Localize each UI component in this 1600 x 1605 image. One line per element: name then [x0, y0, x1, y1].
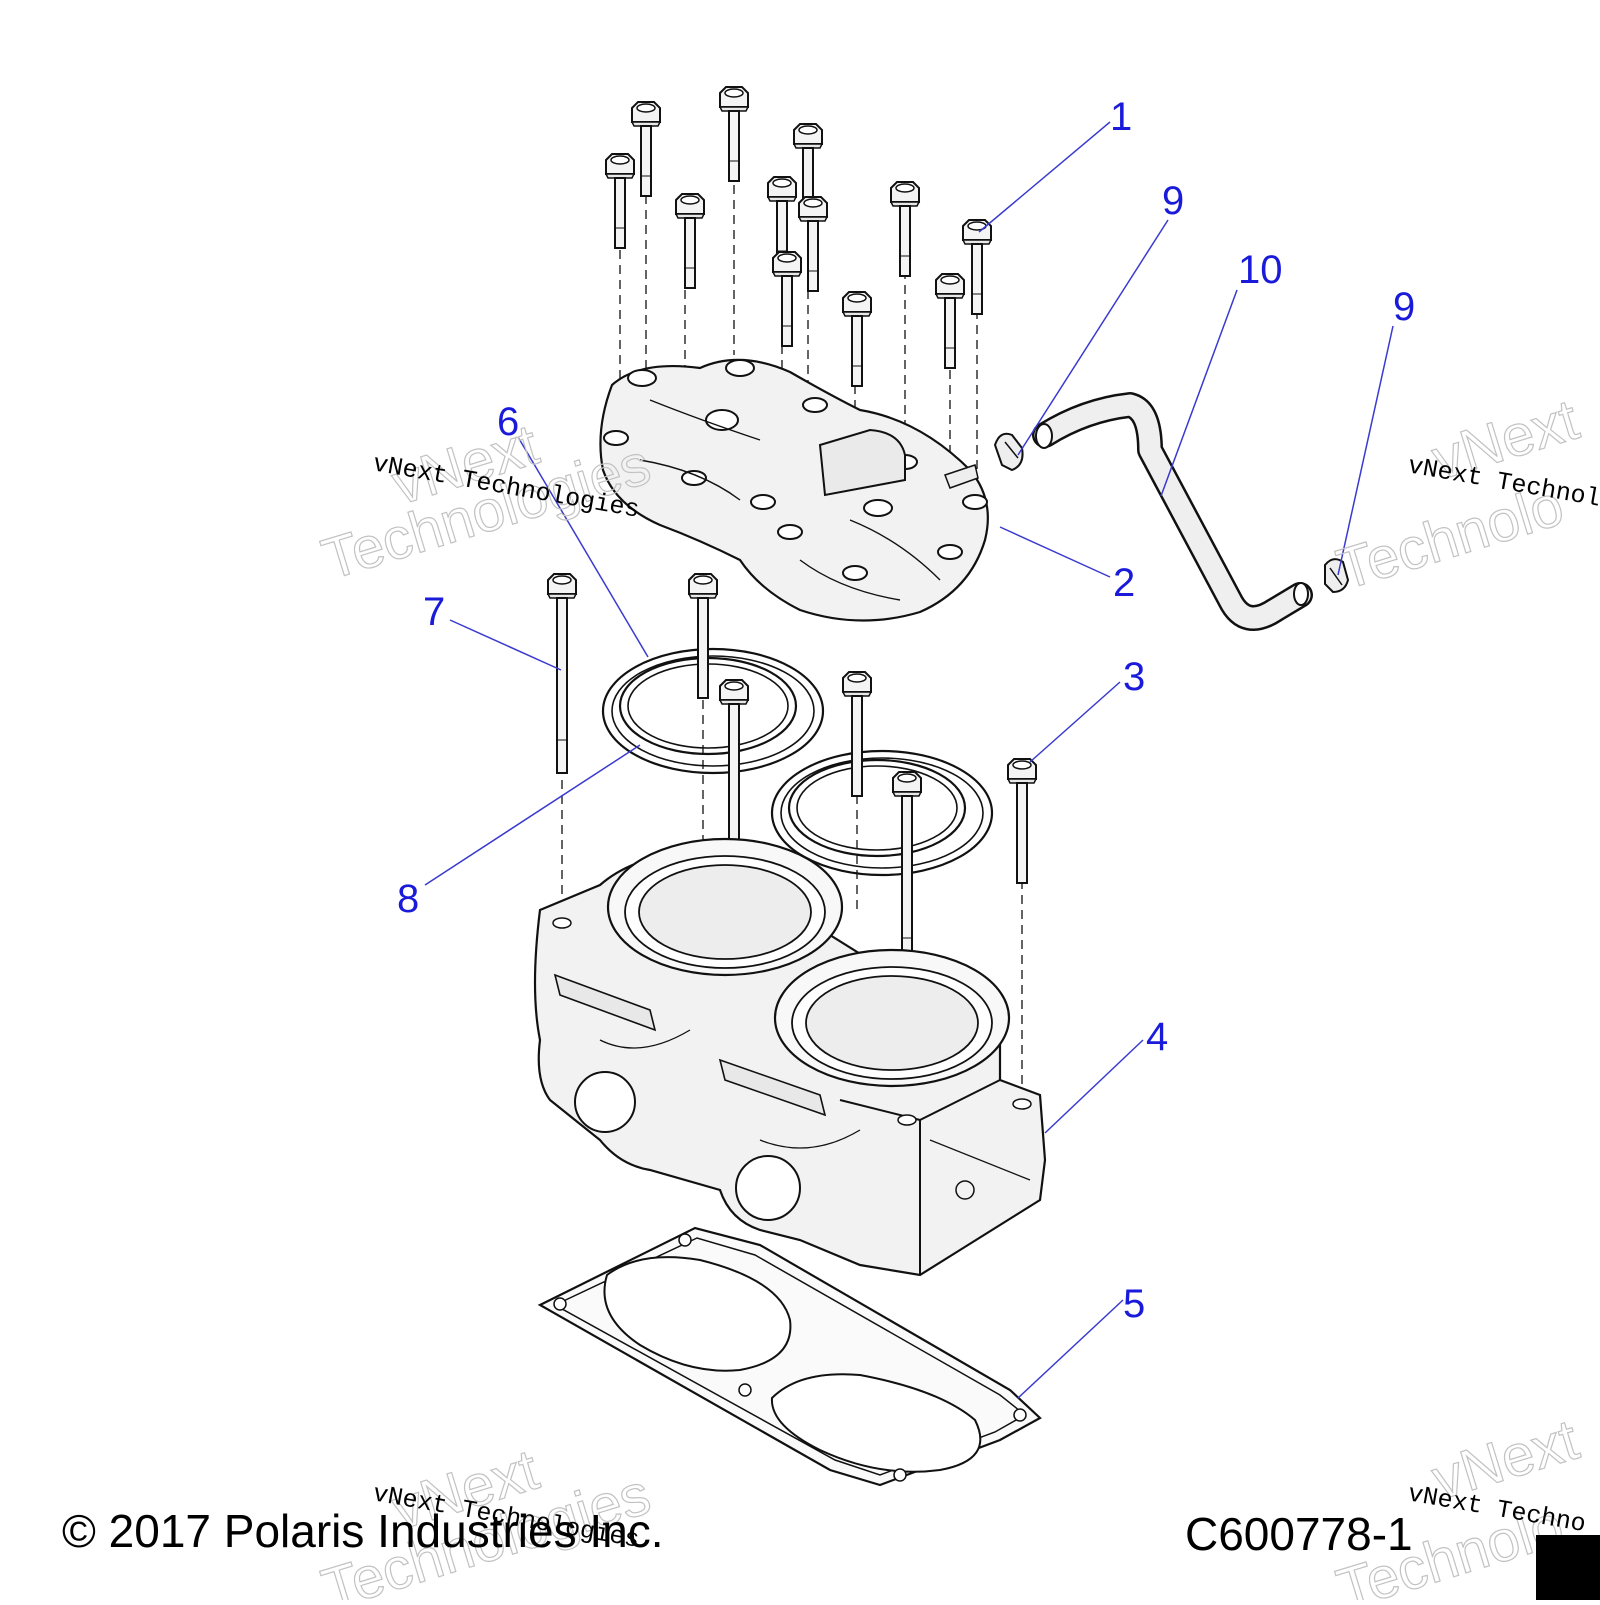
callout-labels: 1 2 3 4 5 6 7 8 9 9 10 [397, 95, 1415, 1326]
cylinder-block [533, 837, 1047, 1277]
drawing-number: C600778-1 [1185, 1508, 1413, 1560]
callout-8: 8 [397, 877, 419, 921]
callout-leaders [424, 121, 1394, 1399]
copyright-notice: © 2017 Polaris Industries Inc. [62, 1505, 664, 1557]
callout-5: 5 [1123, 1282, 1145, 1326]
callout-9-left: 9 [1162, 179, 1184, 223]
callout-9-right: 9 [1393, 285, 1415, 329]
callout-4: 4 [1146, 1015, 1168, 1059]
callout-1: 1 [1110, 95, 1132, 139]
callout-6: 6 [497, 400, 519, 444]
o-rings [601, 647, 994, 877]
cylinder-head [599, 358, 989, 622]
hose-clamps [993, 432, 1350, 594]
corner-marker [1536, 1535, 1600, 1600]
callout-10: 10 [1238, 248, 1283, 292]
head-bolts [605, 86, 992, 387]
coolant-hose [1032, 392, 1313, 631]
callout-7: 7 [423, 590, 445, 634]
callout-3: 3 [1123, 655, 1145, 699]
callout-2: 2 [1113, 561, 1135, 605]
base-gasket [537, 1226, 1042, 1487]
